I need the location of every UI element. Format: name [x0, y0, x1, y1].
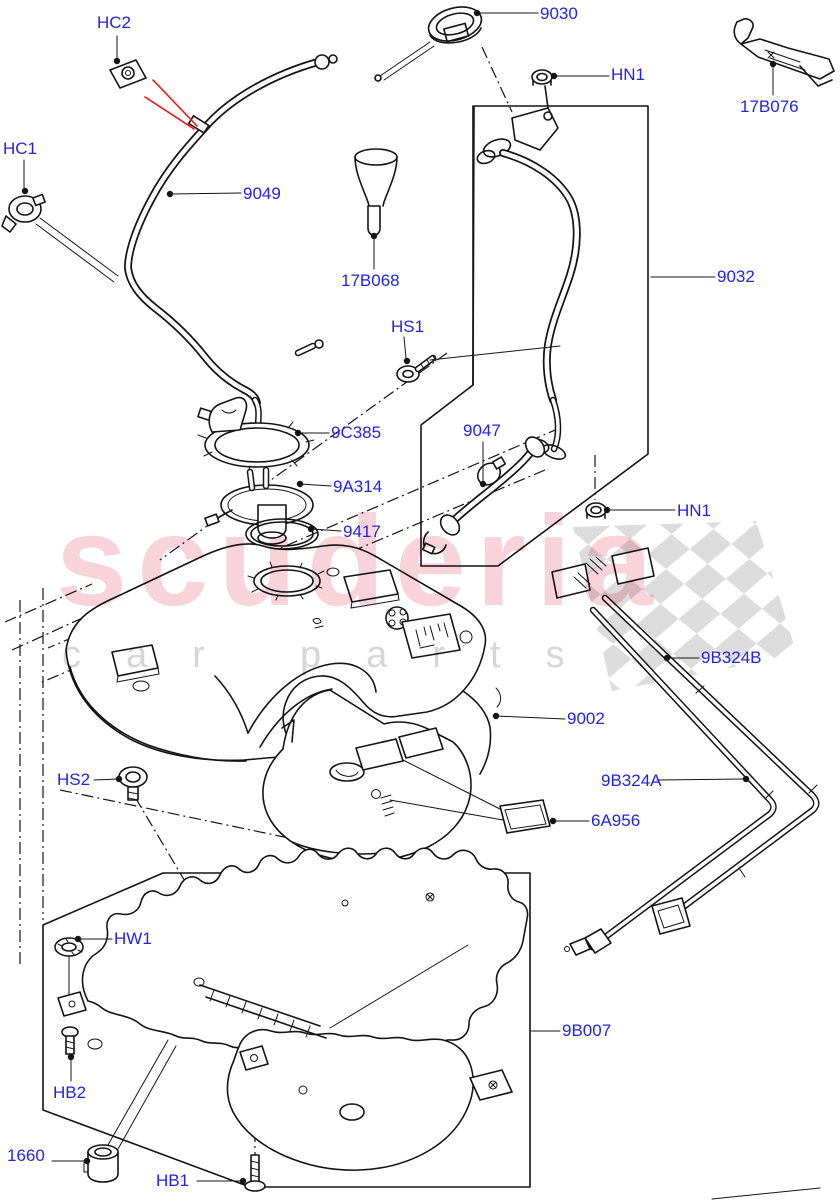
- washer-hw1: [54, 937, 84, 996]
- red-pointer-arrows: [144, 79, 198, 130]
- vent-hose-9049: [123, 54, 338, 428]
- callout-hc1: HC1: [3, 139, 38, 158]
- callout-hn1-top: HN1: [611, 65, 646, 84]
- callout-17b076: 17B076: [740, 97, 799, 116]
- filler-pipe-9032: [499, 149, 581, 460]
- callout-hs1: HS1: [391, 317, 425, 336]
- callout-9c385: 9C385: [331, 423, 382, 442]
- bolt-hb1: [244, 1154, 266, 1192]
- hose-9047: [421, 436, 546, 555]
- checkered-flag-watermark: [573, 521, 797, 691]
- fuel-pump-module-9a314: [204, 466, 314, 545]
- funnel-17b068: [354, 148, 398, 236]
- clip-hc2: [109, 59, 147, 89]
- pad-6a956: [499, 799, 551, 834]
- bolt-hb2: [61, 1026, 79, 1055]
- nut-hn1-mid: [585, 502, 607, 519]
- callout-hw1: HW1: [114, 929, 152, 948]
- callout-hb2: HB2: [53, 1083, 87, 1102]
- callout-9b324b: 9B324B: [701, 648, 762, 667]
- heat-shield-9b007: [57, 847, 529, 1171]
- locking-ring-9c385: [197, 396, 315, 474]
- callout-9030: 9030: [540, 4, 578, 23]
- callout-9a314: 9A314: [333, 477, 383, 496]
- fuel-tank-9002: [65, 543, 504, 863]
- leader-lines: [21, 9, 777, 1185]
- clamp-hc1: [1, 193, 119, 283]
- callout-hb1: HB1: [156, 1171, 190, 1190]
- callout-9032: 9032: [717, 267, 755, 286]
- bracket-17b076: [733, 18, 835, 87]
- callout-9b324a: 9B324A: [601, 771, 662, 790]
- callout-hn1-mid: HN1: [677, 501, 712, 520]
- screw-hs2: [118, 766, 148, 801]
- callout-hs2: HS2: [57, 770, 91, 789]
- callout-1660: 1660: [7, 1146, 45, 1165]
- filler-pipe-box: [420, 105, 649, 567]
- screw-hs1: [396, 345, 561, 383]
- nut-hn1-top: [531, 69, 553, 86]
- callout-9049: 9049: [243, 184, 281, 203]
- callout-hc2: HC2: [97, 13, 132, 32]
- spacer-1660: [83, 1039, 177, 1183]
- callout-9417: 9417: [343, 522, 381, 541]
- callout-6a956: 6A956: [591, 811, 641, 830]
- callout-9b007: 9B007: [562, 1021, 612, 1040]
- callout-9002: 9002: [567, 709, 605, 728]
- callout-17b068: 17B068: [341, 271, 400, 290]
- callout-9047: 9047: [463, 421, 501, 440]
- fuel-pipes-9b324: [551, 547, 820, 956]
- fuel-filler-cap-9030: [374, 6, 483, 82]
